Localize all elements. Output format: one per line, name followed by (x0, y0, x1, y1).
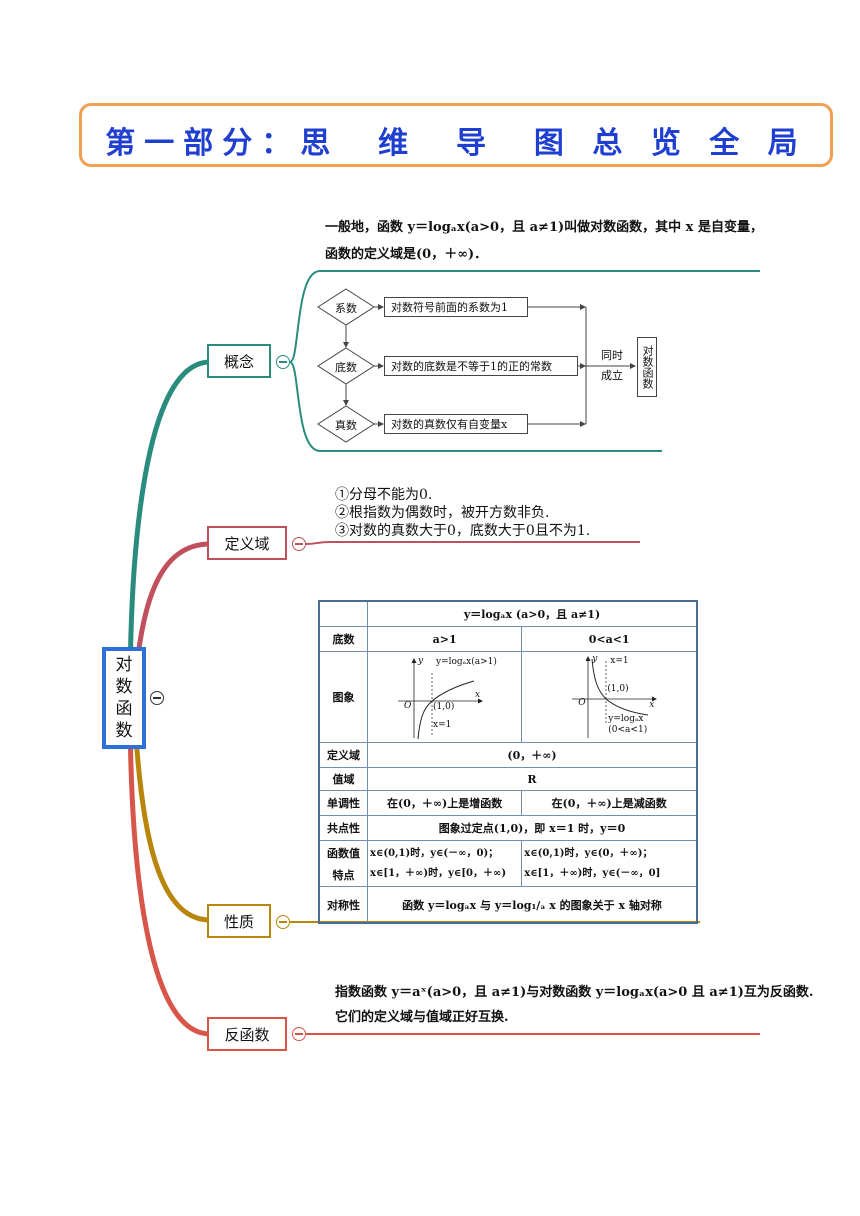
banner-title: 第一部分：思 维 导 图 总 览 全 局 (105, 126, 807, 161)
flow-diamond-3-label: 真数 (335, 419, 357, 432)
domain-rule-1: ①分母不能为0. (335, 487, 433, 503)
row-mono-label: 单调性 (319, 790, 368, 816)
row-values-b-2: x∈[1，＋∞)时，y∈(－∞，0] (524, 867, 661, 879)
table-corner (319, 601, 368, 627)
flow-box-3: 对数的真数仅有自变量x (384, 414, 528, 434)
row-values-a: x∈(0,1)时，y∈(－∞，0)； x∈[1，＋∞)时，y∈[0，＋∞) (366, 840, 523, 887)
properties-collapse-icon[interactable] (276, 915, 290, 929)
branch-domain-label: 定义域 (224, 534, 270, 553)
graph-b-cell: x=1 (1,0) y=logₐx (0<a<1) O x y (521, 651, 697, 743)
branch-concept-label: 概念 (223, 352, 254, 371)
flow-join-label-2: 成立 (601, 369, 623, 382)
flow-join-label-1: 同时 (601, 349, 623, 362)
domain-underline (305, 541, 640, 545)
graph-a-curve-label: y=logₐx(a>1) (436, 657, 497, 667)
row-common-value: 图象过定点(1,0)，即 x＝1 时，y＝0 (367, 815, 697, 841)
flow-diamond-3 (317, 405, 375, 443)
row-values-a-1: x∈(0,1)时，y∈(－∞，0)； (370, 847, 499, 859)
concept-collapse-icon[interactable] (276, 355, 290, 369)
row-range-value: R (367, 767, 697, 791)
inverse-collapse-icon[interactable] (292, 1027, 306, 1041)
branch-properties-label: 性质 (223, 912, 254, 931)
row-base-a: a>1 (366, 626, 523, 652)
row-domain-label: 定义域 (319, 742, 368, 768)
concept-bracket-top (289, 270, 760, 363)
graph-a-x-axis: x (475, 690, 481, 700)
branch-concept[interactable]: 概念 (207, 344, 271, 378)
graph-b-curve-label-1: y=logₐx (608, 714, 644, 724)
branch-inverse[interactable]: 反函数 (207, 1017, 287, 1051)
row-symmetry-value: 函数 y＝logₐx 与 y＝log₁/ₐ x 的图象关于 x 轴对称 (367, 886, 697, 923)
flow-result-text: 对数函数 (641, 345, 654, 389)
branch-properties[interactable]: 性质 (207, 904, 271, 938)
row-range-label: 值域 (319, 767, 368, 791)
graph-a-origin: O (404, 701, 412, 711)
row-values-a-2: x∈[1，＋∞)时，y∈[0，＋∞) (370, 867, 507, 879)
domain-rule-2: ②根指数为偶数时，被开方数非负. (335, 505, 550, 521)
branch-inverse-label: 反函数 (224, 1025, 270, 1044)
row-values-label-2: 特点 (332, 868, 355, 882)
row-base-label: 底数 (319, 626, 368, 652)
row-mono-a: 在(0，＋∞)上是增函数 (366, 790, 523, 816)
domain-rule-3: ③对数的真数大于0，底数大于0且不为1. (335, 523, 591, 539)
graph-a-cell: y=logₐx(a>1) (1,0) x=1 O x y (366, 651, 523, 743)
row-values-label-1: 函数值 (327, 846, 360, 860)
graph-b-origin: O (578, 698, 586, 708)
graph-b-curve-label-2: (0<a<1) (608, 725, 648, 735)
link-concept (127, 359, 211, 701)
flow-box-1: 对数符号前面的系数为1 (384, 297, 528, 317)
graph-a-y-axis: y (418, 656, 424, 666)
graph-b-line-label: x=1 (610, 656, 629, 666)
row-common-label: 共点性 (319, 815, 368, 841)
row-values-b: x∈(0,1)时，y∈(0，＋∞)； x∈[1，＋∞)时，y∈(－∞，0] (521, 840, 697, 887)
row-symmetry-label: 对称性 (319, 886, 368, 923)
row-graph-label: 图象 (319, 651, 368, 743)
flow-diamond-2-label: 底数 (335, 361, 357, 374)
flow-box-1-text: 对数符号前面的系数为1 (391, 301, 508, 314)
inverse-line1: 指数函数 y＝aˣ(a>0，且 a≠1)与对数函数 y＝logₐx(a>0 且 … (335, 985, 814, 1000)
concept-bracket-bottom (289, 361, 662, 452)
table-header: y＝logₐx (a>0，且 a≠1) (367, 601, 697, 627)
graph-a-line-label: x=1 (433, 720, 452, 730)
flow-box-2: 对数的底数是不等于1的正的常数 (384, 356, 578, 376)
concept-definition-line1: 一般地，函数 y＝logₐx(a>0，且 a≠1)叫做对数函数，其中 x 是自变… (325, 220, 763, 235)
graph-decreasing (572, 656, 658, 738)
graph-b-y-axis: y (592, 654, 598, 664)
row-domain-value: (0，＋∞) (367, 742, 697, 768)
link-properties (131, 699, 211, 923)
section-banner: 第一部分：思 维 导 图 总 览 全 局 (79, 103, 833, 167)
root-collapse-icon[interactable] (150, 691, 164, 705)
graph-a-point-label: (1,0) (433, 702, 455, 712)
row-values-b-1: x∈(0,1)时，y∈(0，＋∞)； (524, 847, 653, 859)
row-base-b: 0<a<1 (521, 626, 697, 652)
branch-domain[interactable]: 定义域 (207, 526, 287, 560)
flow-box-3-text: 对数的真数仅有自变量x (391, 418, 508, 431)
flow-box-2-text: 对数的底数是不等于1的正的常数 (391, 360, 552, 373)
row-values-label: 函数值 特点 (319, 840, 368, 887)
properties-table: y＝logₐx (a>0，且 a≠1) 底数 a>1 0<a<1 图象 y=lo… (318, 600, 698, 924)
flow-result-box: 对数函数 (637, 337, 657, 397)
row-mono-b: 在(0，＋∞)上是减函数 (521, 790, 697, 816)
graph-increasing (398, 658, 483, 740)
link-inverse (127, 699, 211, 1037)
root-node[interactable]: 对数函数 (102, 647, 146, 749)
flow-diamond-1-label: 系数 (335, 302, 357, 315)
graph-b-x-axis: x (649, 700, 655, 710)
concept-definition-line2: 函数的定义域是(0，＋∞)． (325, 247, 488, 262)
graph-b-point-label: (1,0) (607, 684, 629, 694)
inverse-line2: 它们的定义域与值域正好互换. (335, 1010, 509, 1025)
domain-collapse-icon[interactable] (292, 537, 306, 551)
